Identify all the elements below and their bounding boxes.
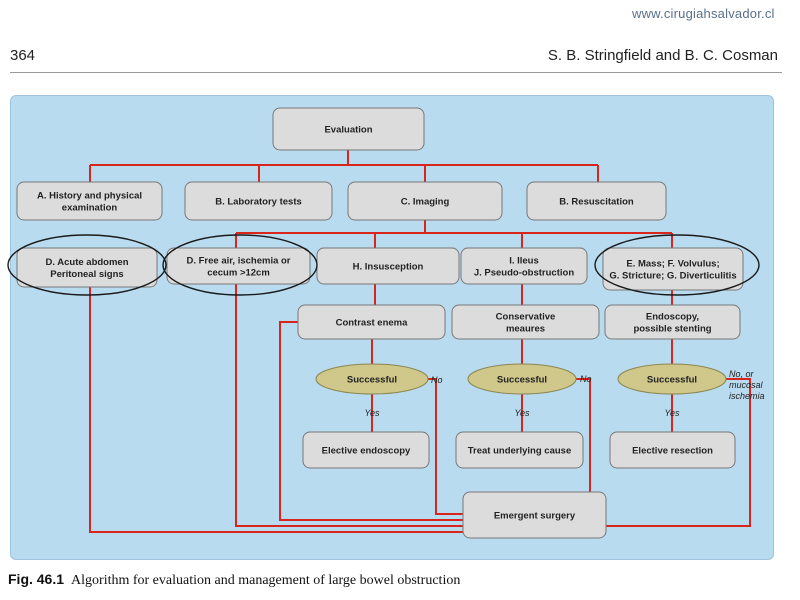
connector-no-3-to-surgery [606,378,751,527]
node-label: possible stenting [633,324,711,335]
label-yes-2: Yes [514,408,530,418]
node-box [16,181,163,221]
node-successful-1: Successful [315,363,429,395]
node-elective-resection: Elective resection [609,431,736,469]
website-url: www.cirugiahsalvador.cl [632,6,775,21]
node-emergent-surgery: Emergent surgery [462,491,607,539]
node-label: Successful [497,375,547,386]
figure-caption: Fig. 46.1 Algorithm for evaluation and m… [8,571,460,589]
label-no-1: No [431,375,443,385]
authors: S. B. Stringfield and B. C. Cosman [547,47,778,64]
node-label: Contrast enema [336,318,409,329]
node-endoscopy: Endoscopy,possible stenting [604,304,741,340]
node-box [297,304,446,340]
highlight-ring-acute-abdomen [7,234,167,296]
node-label: H. Insusception [353,262,424,273]
node-label: Successful [347,375,397,386]
node-box [272,107,425,151]
node-mass: E. Mass; F. Volvulus;G. Stricture; G. Di… [602,247,744,291]
node-label: C. Imaging [401,197,450,208]
label-yes-1: Yes [364,408,380,418]
label-no-mucosal-ischemia: No, or [729,369,755,379]
node-box [184,181,333,221]
connector-acute-abdomen-to-surgery [89,287,463,533]
header-rule [10,72,782,73]
node-treat-cause: Treat underlying cause [455,431,584,469]
node-label: Elective resection [632,446,713,457]
connector-no-2-to-surgery [576,378,591,492]
highlight-rings [7,234,760,296]
node-resuscitation: B. Resuscitation [526,181,667,221]
node-box [460,247,588,285]
label-no-mucosal-ischemia: ischemia [729,391,765,401]
node-box [455,431,584,469]
node-label: Emergent surgery [494,511,576,522]
node-label: G. Stricture; G. Diverticulitis [609,271,736,282]
node-box [609,431,736,469]
node-label: B. Resuscitation [559,197,634,208]
node-box [166,247,311,285]
node-intussusception: H. Insusception [316,247,460,285]
node-label: Peritoneal signs [50,269,123,280]
node-box [302,431,430,469]
node-label: A. History and physical [37,191,142,202]
node-label: Successful [647,375,697,386]
node-box [347,181,503,221]
page-number: 364 [10,47,36,64]
node-label: Elective endoscopy [322,446,411,457]
caption-label: Fig. 46.1 [8,571,65,587]
node-imaging: C. Imaging [347,181,503,221]
node-box [604,304,741,340]
node-laboratory: B. Laboratory tests [184,181,333,221]
decision-ellipse [315,363,429,395]
node-successful-2: Successful [467,363,577,395]
node-label: cecum >12cm [207,268,270,279]
node-label: meaures [506,324,545,335]
node-layer: Evaluation A. History and physicalexamina… [16,107,744,539]
caption-text: Algorithm for evaluation and management … [71,573,461,588]
connector-no-1-to-surgery [428,378,463,515]
node-contrast-enema: Contrast enema [297,304,446,340]
node-box [526,181,667,221]
connector-free-air-to-surgery [235,284,463,527]
label-yes-3: Yes [664,408,680,418]
label-no-mucosal-ischemia: mucosal [729,380,764,390]
decision-ellipse [467,363,577,395]
node-label: D. Free air, ischemia or [186,256,290,267]
node-successful-3: Successful [617,363,727,395]
node-box [462,491,607,539]
node-label: E. Mass; F. Volvulus; [626,259,719,270]
node-label: Endoscopy, [646,312,699,323]
connector-enema-bypass-to-surgery [279,321,463,521]
node-evaluation: Evaluation [272,107,425,151]
node-box [16,247,158,288]
connector-lines [89,150,751,533]
node-elective-endoscopy: Elective endoscopy [302,431,430,469]
node-label: Evaluation [324,125,372,136]
node-label: J. Pseudo-obstruction [474,268,574,279]
decision-ellipse [617,363,727,395]
node-label: Conservative [496,312,556,323]
node-label: I. Ileus [509,256,539,267]
node-label: B. Laboratory tests [215,197,302,208]
highlight-ring-mass [594,234,760,296]
node-label: Treat underlying cause [468,446,571,457]
node-box [451,304,600,340]
node-label: D. Acute abdomen [45,257,128,268]
node-label: examination [62,203,118,214]
label-no-2: No [580,374,592,384]
highlight-ring-free-air [162,234,318,296]
node-box [602,247,744,291]
